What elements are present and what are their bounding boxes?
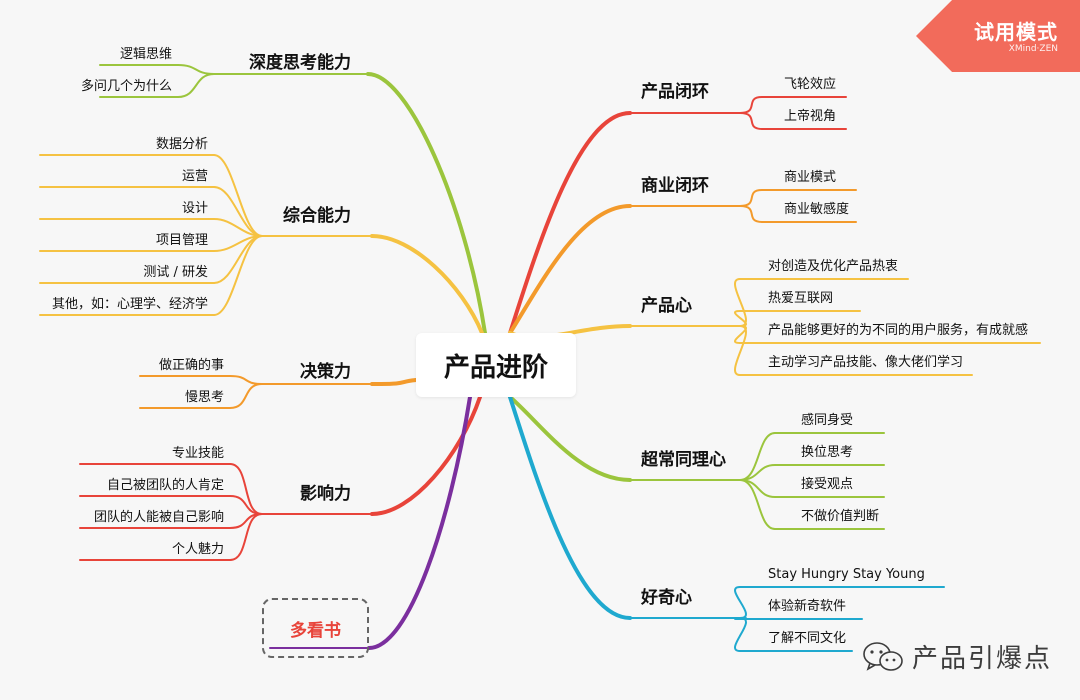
leaf-charisma[interactable]: 个人魅力 [171, 542, 224, 557]
branch-read-more-frame [262, 598, 369, 658]
leaf-connector-right [739, 112, 763, 130]
leaf-connector-left [213, 235, 263, 316]
branch-read-more[interactable]: 多看书 [290, 621, 341, 641]
leaf-business-sense[interactable]: 商业敏感度 [784, 202, 850, 217]
leaf-others[interactable]: 其他，如：心理学、经济学 [51, 297, 208, 312]
central-topic-label: 产品进阶 [443, 352, 548, 383]
branch-empathy[interactable]: 超常同理心 [641, 450, 726, 470]
main-connector-right [508, 204, 632, 335]
watermark-text: 产品引爆点 [912, 644, 1053, 674]
leaf-new-software[interactable]: 体验新奇软件 [768, 599, 847, 614]
leaf-team-influence[interactable]: 团队的人能被自己影响 [93, 510, 224, 525]
leaf-connector-right [739, 479, 776, 530]
branch-deep-thinking[interactable]: 深度思考能力 [249, 53, 351, 73]
leaf-connector-right [734, 325, 747, 376]
main-connector-right [508, 111, 632, 335]
leaf-connector-right [734, 617, 747, 652]
leaf-connector-left [229, 375, 263, 385]
leaf-serve-users[interactable]: 产品能够更好的为不同的用户服务，有成就感 [768, 323, 1029, 338]
leaf-design[interactable]: 设计 [181, 201, 208, 216]
main-connector-right [508, 395, 632, 482]
leaf-connector-right [739, 189, 763, 207]
leaf-connector-right [739, 96, 763, 114]
leaf-connector-right [739, 479, 776, 498]
leaf-do-right-thing[interactable]: 做正确的事 [158, 358, 224, 373]
leaf-connector-right [739, 205, 763, 223]
trial-mode-badge[interactable]: 试用模式 XMind·ZEN [916, 0, 1080, 72]
leaf-connector-left [177, 64, 215, 75]
leaf-cultures[interactable]: 了解不同文化 [768, 631, 847, 646]
main-connector-left [367, 395, 472, 650]
branch-business-loop[interactable]: 商业闭环 [641, 176, 709, 196]
leaf-professional-skill[interactable]: 专业技能 [171, 446, 224, 461]
leaf-connector-right [734, 586, 747, 619]
trial-mode-subtitle: XMind·ZEN [1008, 44, 1058, 54]
watermark: 产品引爆点 [862, 638, 1052, 675]
leaf-operation[interactable]: 运营 [181, 169, 208, 184]
leaf-accept-views[interactable]: 接受观点 [801, 477, 854, 492]
leaf-love-internet[interactable]: 热爱互联网 [768, 291, 834, 306]
wechat-icon [863, 641, 903, 671]
leaf-logic[interactable]: 逻辑思维 [119, 47, 172, 62]
branch-product-loop[interactable]: 产品闭环 [641, 82, 709, 102]
leaf-flywheel[interactable]: 飞轮效应 [784, 77, 837, 92]
leaf-god-view[interactable]: 上帝视角 [784, 109, 837, 124]
leaf-team-recognition[interactable]: 自己被团队的人肯定 [106, 478, 224, 493]
central-topic[interactable]: 产品进阶 [416, 333, 576, 397]
leaf-connector-left [229, 513, 263, 561]
leaf-connector-left [229, 383, 263, 409]
leaf-slow-thinking[interactable]: 慢思考 [184, 390, 224, 405]
leaf-feel-same[interactable]: 感同身受 [801, 413, 854, 428]
main-connector-left [370, 234, 484, 335]
leaf-perspective[interactable]: 换位思考 [801, 445, 854, 460]
leaf-stay-hungry[interactable]: Stay Hungry Stay Young [768, 567, 925, 582]
leaf-connector-left [213, 154, 263, 237]
branch-curiosity[interactable]: 好奇心 [641, 588, 692, 608]
leaf-ask-why[interactable]: 多问几个为什么 [80, 79, 172, 94]
leaf-connector-left [229, 495, 263, 515]
main-connector-left [366, 72, 487, 335]
leaf-learn-skills[interactable]: 主动学习产品技能、像大佬们学习 [768, 355, 964, 370]
leaf-data-analysis[interactable]: 数据分析 [155, 137, 208, 152]
main-connector-right [508, 395, 632, 620]
branch-product-heart[interactable]: 产品心 [641, 296, 692, 316]
leaf-project-mgmt[interactable]: 项目管理 [155, 233, 208, 248]
branch-decision[interactable]: 决策力 [300, 362, 351, 382]
branch-comprehensive[interactable]: 综合能力 [283, 206, 351, 226]
leaf-connector-left [177, 73, 215, 98]
main-connector-left [370, 378, 418, 386]
leaf-business-model[interactable]: 商业模式 [784, 170, 837, 185]
trial-mode-title: 试用模式 [974, 20, 1058, 44]
branch-influence[interactable]: 影响力 [300, 484, 351, 504]
leaf-test-dev[interactable]: 测试 / 研发 [143, 265, 208, 280]
leaf-no-judgement[interactable]: 不做价值判断 [801, 509, 880, 524]
main-connector-left [370, 395, 482, 516]
leaf-passion-product[interactable]: 对创造及优化产品热衷 [768, 259, 899, 274]
